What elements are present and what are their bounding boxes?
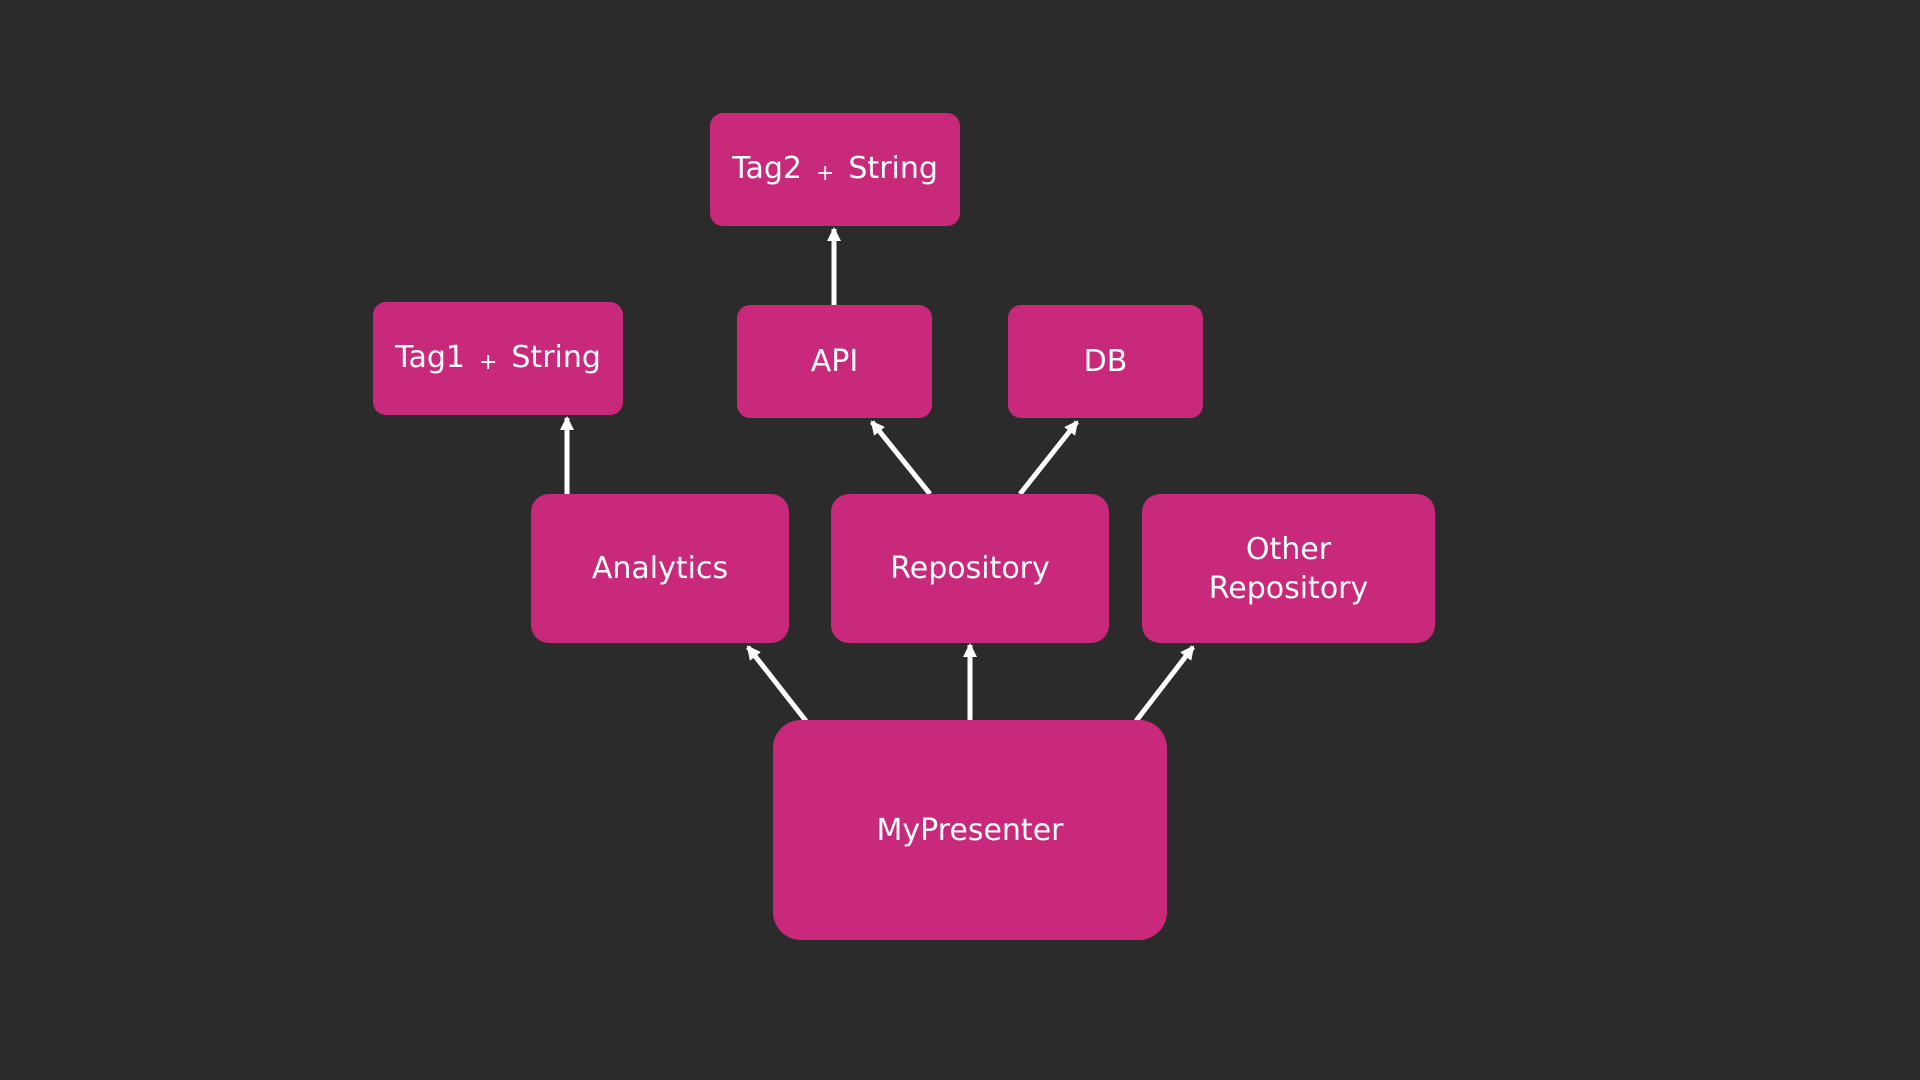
tag2-label: Tag2 + String bbox=[732, 149, 938, 191]
edge-repository-to-api bbox=[870, 420, 932, 496]
tag2-name: Tag2 bbox=[732, 150, 802, 186]
other-repository-label-line1: Other bbox=[1245, 531, 1332, 567]
tag1-name: Tag1 bbox=[395, 339, 465, 375]
repository-node: Repository bbox=[831, 494, 1109, 643]
db-label: DB bbox=[1083, 344, 1128, 379]
tag1-string-node: Tag1 + String bbox=[373, 302, 623, 415]
edge-presenter-to-other-repository bbox=[1134, 645, 1195, 723]
tag1-plus-sign: + bbox=[478, 349, 498, 375]
api-node: API bbox=[737, 305, 932, 418]
tag2-string-node: Tag2 + String bbox=[710, 113, 960, 226]
api-label: API bbox=[810, 344, 859, 379]
other-repository-node: Other Repository bbox=[1142, 494, 1435, 643]
edge-repository-to-db bbox=[1018, 420, 1079, 496]
db-node: DB bbox=[1008, 305, 1203, 418]
edge-presenter-to-analytics bbox=[746, 645, 808, 723]
tag2-type: String bbox=[848, 150, 938, 186]
tag1-type: String bbox=[511, 339, 601, 375]
other-repository-label-line2: Repository bbox=[1208, 570, 1369, 606]
tag1-label: Tag1 + String bbox=[395, 338, 601, 380]
mypresenter-node: MyPresenter bbox=[773, 720, 1167, 940]
repository-label: Repository bbox=[890, 551, 1050, 586]
tag2-plus-sign: + bbox=[815, 160, 835, 186]
analytics-node: Analytics bbox=[531, 494, 789, 643]
analytics-label: Analytics bbox=[591, 551, 729, 586]
mypresenter-label: MyPresenter bbox=[876, 812, 1064, 848]
